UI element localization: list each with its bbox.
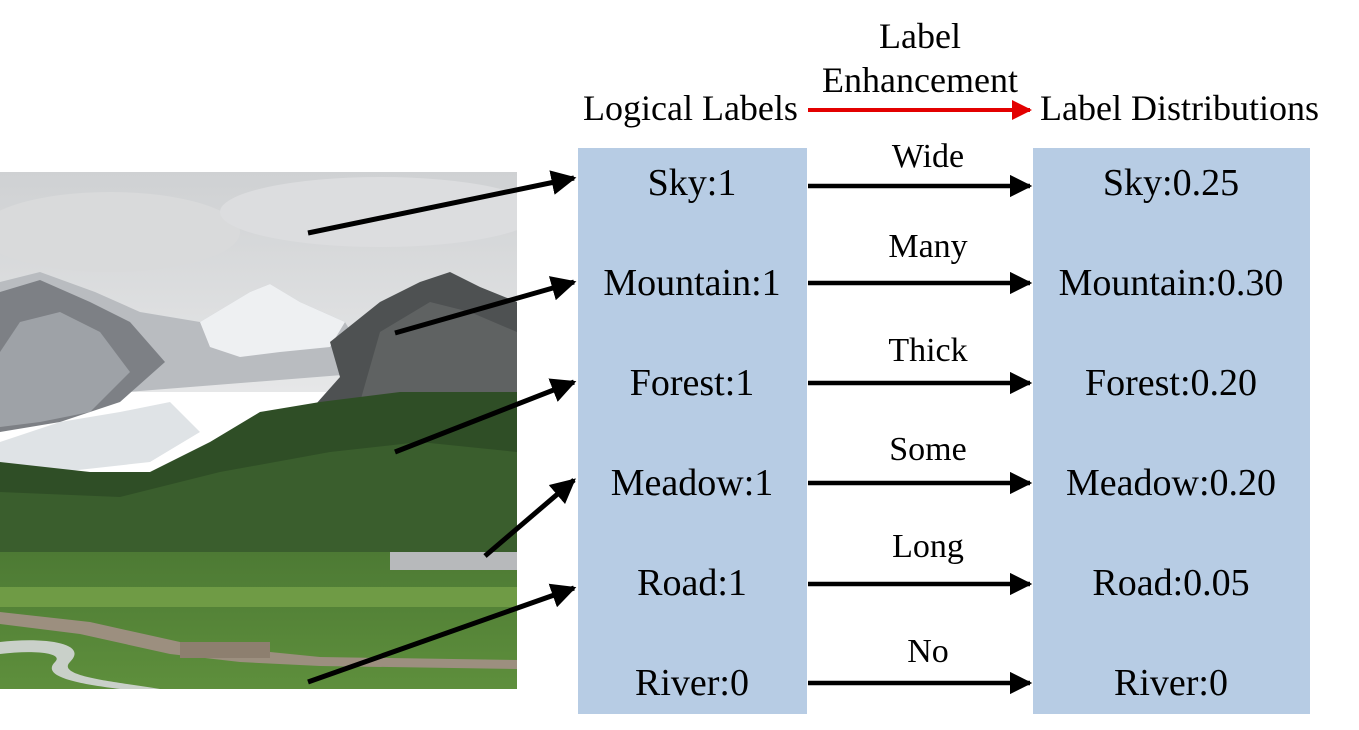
logical-label-river: River:0 — [635, 662, 749, 704]
adjective-meadow: Some — [889, 431, 967, 468]
logical-labels-title: Logical Labels — [583, 88, 798, 128]
label-enhancement-line1: Label — [879, 16, 961, 56]
distribution-sky: Sky:0.25 — [1102, 162, 1240, 204]
label-distributions-box — [1033, 148, 1310, 714]
label-distributions-title: Label Distributions — [1040, 88, 1319, 128]
photo-arrow-meadow — [483, 478, 576, 558]
adjective-river: No — [907, 633, 949, 670]
logical-label-forest: Forest:1 — [629, 362, 755, 404]
photo-arrow-road — [307, 583, 577, 685]
landscape-photo — [0, 172, 517, 689]
distribution-meadow: Meadow:0.20 — [1065, 462, 1277, 504]
distribution-road: Road:0.05 — [1092, 562, 1250, 604]
logical-label-sky: Sky:1 — [647, 162, 737, 204]
distribution-mountain: Mountain:0.30 — [1058, 262, 1284, 304]
distribution-forest: Forest:0.20 — [1084, 362, 1258, 404]
label-enhancement-line2: Enhancement — [822, 60, 1018, 100]
logical-label-road: Road:1 — [637, 562, 747, 604]
logical-labels-box — [578, 148, 807, 714]
logical-label-meadow: Meadow:1 — [610, 462, 774, 504]
logical-label-mountain: Mountain:1 — [603, 262, 781, 304]
adjective-mountain: Many — [888, 228, 968, 265]
adjective-forest: Thick — [888, 332, 968, 369]
adjective-road: Long — [892, 528, 964, 565]
adjective-sky: Wide — [891, 138, 965, 175]
photo-arrow-forest — [394, 378, 577, 455]
photo-arrow-mountain — [394, 276, 577, 336]
photo-arrow-sky — [307, 170, 577, 236]
river-region — [0, 640, 160, 689]
distribution-river: River:0 — [1114, 662, 1228, 704]
